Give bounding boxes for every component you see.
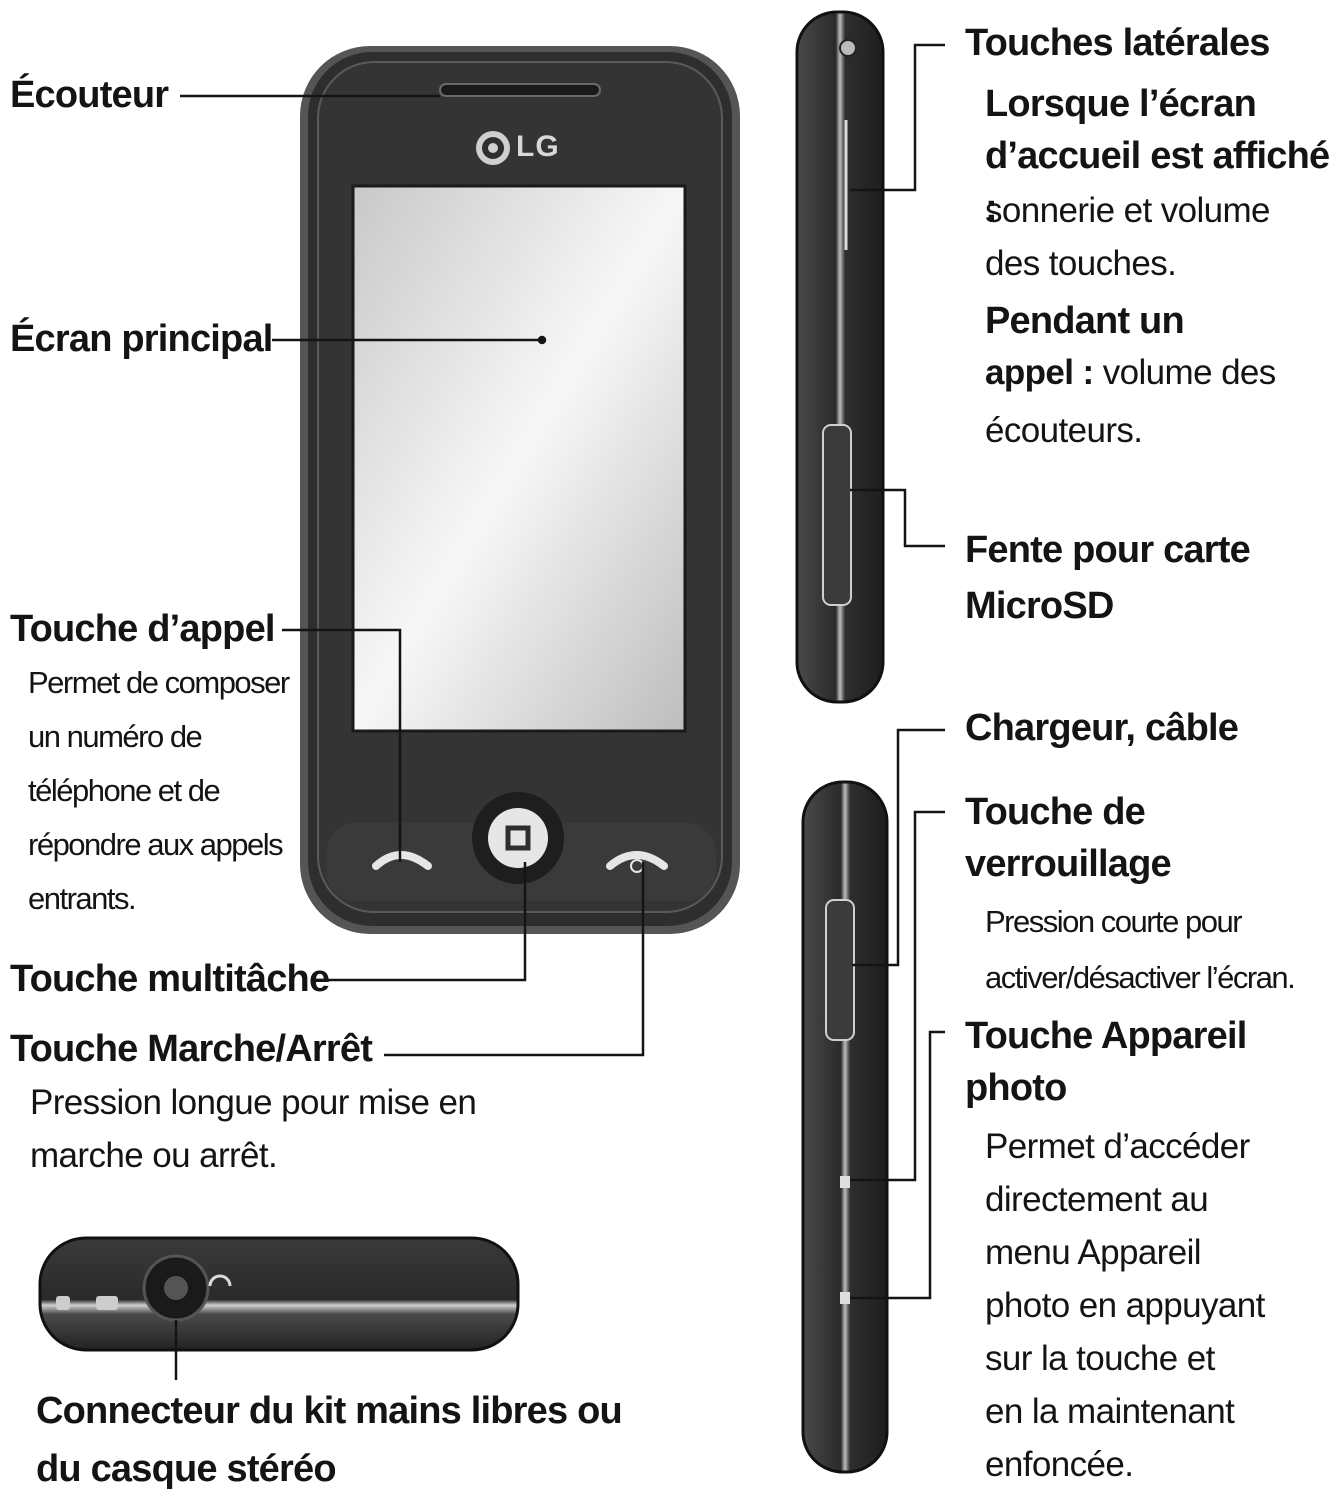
- phone-front: [300, 46, 740, 934]
- lg-logo-icon: [476, 131, 510, 165]
- connecteur-line-1: Connecteur du kit mains libres ou: [36, 1390, 623, 1432]
- lock-key: [825, 899, 855, 1041]
- laterales-a-desc: sonnerie et volume des touches.: [985, 184, 1271, 290]
- leader-appel: [282, 628, 402, 862]
- main-screen: [351, 184, 687, 733]
- laterales-b-line: appel : volume des: [985, 346, 1276, 399]
- multitask-icon: [488, 808, 548, 868]
- laterales-b-bold: Pendant un: [985, 298, 1185, 344]
- leader-microsd: [850, 488, 945, 548]
- power-phone-icon: [606, 851, 668, 870]
- leader-lines: [174, 43, 945, 1380]
- laterales-b-desc: volume des: [1102, 353, 1277, 392]
- leader-chargeur: [852, 728, 945, 967]
- appareil-line-2: photo: [965, 1067, 1067, 1109]
- connecteur-line-2: du casque stéréo: [36, 1448, 337, 1490]
- laterales-b-desc-2: écouteurs.: [985, 411, 1143, 450]
- label-ecran: Écran principal: [10, 318, 273, 360]
- camera-key: [840, 1176, 850, 1188]
- label-marche: Touche Marche/Arrêt: [10, 1028, 373, 1070]
- appareil-desc-7: enfoncée.: [985, 1445, 1134, 1484]
- appareil-desc-2: directement au: [985, 1180, 1209, 1219]
- marche-line-1: Pression longue pour mise en: [30, 1083, 477, 1122]
- verrou-line-2: verrouillage: [965, 843, 1172, 885]
- brand-label: LG: [516, 130, 560, 163]
- appel-line-5: entrants.: [28, 881, 137, 916]
- appel-description: Permet de composer un numéro de téléphon…: [28, 656, 298, 926]
- laterales-a-bold-2: d’accueil est affiché :: [985, 135, 1330, 229]
- appel-line-2: un numéro de: [28, 719, 203, 754]
- leader-marche: [384, 862, 645, 1057]
- laterales-a-desc-1: sonnerie et volume: [985, 191, 1271, 230]
- appareil-description: Permet d’accéder directement au menu App…: [985, 1120, 1335, 1491]
- appareil-desc-6: en la maintenant: [985, 1392, 1235, 1431]
- marche-line-2: marche ou arrêt.: [30, 1136, 278, 1175]
- label-ecouteur: Écouteur: [10, 74, 169, 116]
- microsd-line-1: Fente pour carte: [965, 529, 1251, 571]
- label-laterales: Touches latérales: [965, 22, 1270, 64]
- appareil-line-1: Touche Appareil: [965, 1015, 1247, 1057]
- phone-side-bottom: [801, 780, 889, 1474]
- label-microsd: Fente pour carte MicroSD: [965, 522, 1251, 634]
- laterales-a-bold: Lorsque l’écran d’accueil est affiché :: [985, 78, 1335, 234]
- appareil-desc-1: Permet d’accéder: [985, 1127, 1250, 1166]
- verrou-desc-1: Pression courte pour: [985, 904, 1243, 939]
- microsd-slot: [822, 424, 852, 606]
- appel-line-1: Permet de composer: [28, 665, 290, 700]
- laterales-a-bold-1: Lorsque l’écran: [985, 83, 1257, 125]
- appareil-desc-5: sur la touche et: [985, 1339, 1215, 1378]
- appareil-desc-4: photo en appuyant: [985, 1286, 1265, 1325]
- laterales-b-bold-2: appel :: [985, 353, 1094, 392]
- leader-multitache: [314, 862, 527, 982]
- earpiece: [439, 83, 601, 97]
- verrou-desc-2: activer/désactiver l’écran.: [985, 960, 1296, 995]
- phone-bottom-view: [38, 1236, 520, 1352]
- label-connecteur: Connecteur du kit mains libres ou du cas…: [36, 1382, 623, 1498]
- appel-line-3: téléphone et de: [28, 773, 221, 808]
- laterales-a-desc-2: des touches.: [985, 244, 1177, 283]
- laterales-b-bold-1: Pendant un: [985, 300, 1185, 342]
- appareil-desc-3: menu Appareil: [985, 1233, 1202, 1272]
- leader-verrou: [850, 810, 945, 1182]
- appel-line-4: répondre aux appels: [28, 827, 284, 862]
- verrou-line-1: Touche de: [965, 791, 1146, 833]
- label-appel: Touche d’appel: [10, 608, 275, 650]
- label-multitache: Touche multitâche: [10, 958, 330, 1000]
- label-verrou: Touche de verrouillage: [965, 786, 1172, 890]
- strap-hole: [839, 39, 857, 57]
- leader-laterales: [850, 43, 945, 192]
- phone-side-top: [795, 10, 885, 704]
- marche-description: Pression longue pour mise en marche ou a…: [30, 1076, 570, 1182]
- label-appareil: Touche Appareil photo: [965, 1010, 1247, 1114]
- label-chargeur: Chargeur, câble: [965, 707, 1239, 749]
- leader-appareil: [850, 1030, 945, 1300]
- camera-icon: [840, 1292, 850, 1304]
- microsd-line-2: MicroSD: [965, 585, 1114, 627]
- verrou-description: Pression courte pour activer/désactiver …: [985, 894, 1296, 1006]
